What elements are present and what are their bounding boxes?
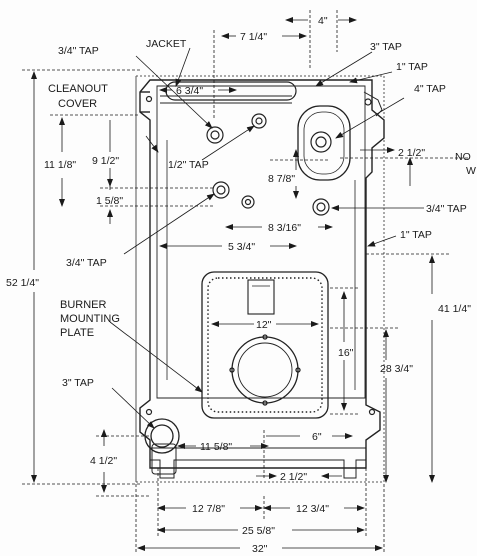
dim-8-7-8: 8 7/8" bbox=[268, 173, 295, 185]
dim-6: 6" bbox=[312, 431, 322, 443]
dim-32: 32" bbox=[252, 543, 268, 555]
dim-8-3-16: 8 3/16" bbox=[268, 222, 301, 234]
dim-28-3-4: 28 3/4" bbox=[380, 363, 413, 375]
label-burner-2: MOUNTING bbox=[60, 313, 120, 325]
label-cleanout-1: CLEANOUT bbox=[48, 83, 108, 95]
dim-4: 4" bbox=[318, 15, 328, 27]
dim-12-7-8: 12 7/8" bbox=[192, 503, 225, 515]
label-1-tap-right: 1" TAP bbox=[400, 229, 432, 241]
label-3-4-tap-left: 3/4" TAP bbox=[66, 257, 107, 269]
dim-7-1-4: 7 1/4" bbox=[240, 31, 267, 43]
label-no-1: NO bbox=[455, 151, 471, 163]
label-cleanout-2: COVER bbox=[58, 98, 97, 110]
label-jacket: JACKET bbox=[146, 38, 187, 50]
label-3-4-tap-top: 3/4" TAP bbox=[58, 45, 99, 57]
dim-2-1-2-right: 2 1/2" bbox=[398, 147, 425, 159]
bottom-3in-tap bbox=[144, 418, 180, 475]
dim-2-1-2-bottom: 2 1/2" bbox=[280, 471, 307, 483]
boiler-section-body bbox=[139, 79, 385, 479]
dim-41-1-4: 41 1/4" bbox=[438, 303, 471, 315]
dim-5-3-4: 5 3/4" bbox=[228, 241, 255, 253]
dim-25-5-8: 25 5/8" bbox=[242, 525, 275, 537]
dim-9-1-2: 9 1/2" bbox=[92, 155, 119, 167]
label-4-tap: 4" TAP bbox=[414, 83, 446, 95]
label-no-2: W bbox=[466, 165, 476, 177]
dim-1-5-8: 1 5/8" bbox=[96, 195, 123, 207]
label-3-4-tap-right: 3/4" TAP bbox=[426, 203, 467, 215]
dim-12-3-4: 12 3/4" bbox=[296, 503, 329, 515]
dim-11-1-8: 11 1/8" bbox=[44, 159, 76, 171]
label-1-2-tap: 1/2" TAP bbox=[168, 159, 209, 171]
dim-12: 12" bbox=[256, 319, 272, 331]
dim-16: 16" bbox=[338, 347, 354, 359]
label-burner-1: BURNER bbox=[60, 299, 107, 311]
label-burner-3: PLATE bbox=[60, 327, 94, 339]
dim-4-1-2: 4 1/2" bbox=[90, 455, 117, 467]
tap-circles bbox=[145, 95, 376, 416]
jacket-outline bbox=[135, 75, 385, 483]
dim-6-3-4: 6 3/4" bbox=[176, 85, 203, 97]
dimension-lines bbox=[22, 10, 468, 554]
leader-lines bbox=[109, 47, 424, 429]
dim-11-5-8: 11 5/8" bbox=[200, 441, 232, 453]
dimension-texts: 4" 7 1/4" 6 3/4" 2 1/2" 11 1/8" 9 1/2" 1… bbox=[6, 15, 471, 555]
text-labels: JACKET 3/4" TAP CLEANOUT COVER 1/2" TAP … bbox=[48, 38, 476, 389]
label-1-tap-top: 1" TAP bbox=[396, 61, 428, 73]
label-3-tap-top: 3" TAP bbox=[370, 41, 402, 53]
burner-mounting-plate bbox=[201, 271, 329, 419]
dim-52-1-4: 52 1/4" bbox=[6, 277, 39, 289]
label-3-tap-bottom: 3" TAP bbox=[62, 377, 94, 389]
